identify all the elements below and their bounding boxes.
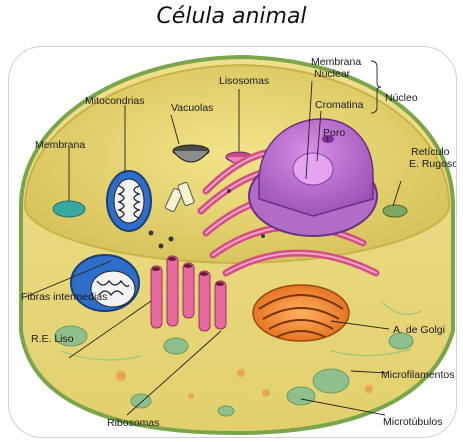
label-reticulo-line1: Retículo bbox=[411, 146, 450, 158]
label-re-liso: R.E. Liso bbox=[31, 333, 74, 345]
reticulo-detail bbox=[383, 205, 407, 217]
label-nucleo: Núcleo bbox=[385, 92, 418, 104]
label-microtubulos: Microtúbulos bbox=[383, 416, 443, 428]
cell-illustration-frame: Membrana Nuclear Núcleo Cromatina Poro L… bbox=[8, 46, 457, 438]
label-membrana-nuclear-line1: Membrana bbox=[311, 56, 361, 68]
label-lisosomas: Lisosomas bbox=[219, 75, 269, 87]
label-reticulo-rugoso: Retículo E. Rugoso bbox=[409, 146, 456, 170]
label-mitocondrias: Mitocondrias bbox=[85, 95, 145, 107]
diagram-title: Célula animal bbox=[0, 4, 463, 29]
label-golgi: A. de Golgi bbox=[393, 324, 445, 336]
label-membrana-nuclear: Membrana Nuclear bbox=[311, 56, 364, 80]
mitochondrion-top bbox=[107, 171, 151, 231]
label-ribosomas: Ribosomas bbox=[107, 417, 160, 429]
golgi-apparatus bbox=[253, 285, 349, 341]
cell-diagram: Membrana Nuclear Núcleo Cromatina Poro L… bbox=[9, 47, 456, 437]
label-vacuolas: Vacuolas bbox=[171, 102, 213, 114]
membrane-vesicle bbox=[53, 201, 85, 217]
label-membrana-nuclear-line2: Nuclear bbox=[314, 68, 351, 80]
label-poro: Poro bbox=[323, 127, 345, 139]
label-microfilamentos: Microfilamentos bbox=[381, 369, 455, 381]
label-fibras-intermedias: Fibras intermedias bbox=[21, 291, 107, 303]
label-membrana: Membrana bbox=[35, 139, 85, 151]
label-cromatina: Cromatina bbox=[315, 99, 364, 111]
label-reticulo-line2: E. Rugoso bbox=[409, 158, 456, 170]
